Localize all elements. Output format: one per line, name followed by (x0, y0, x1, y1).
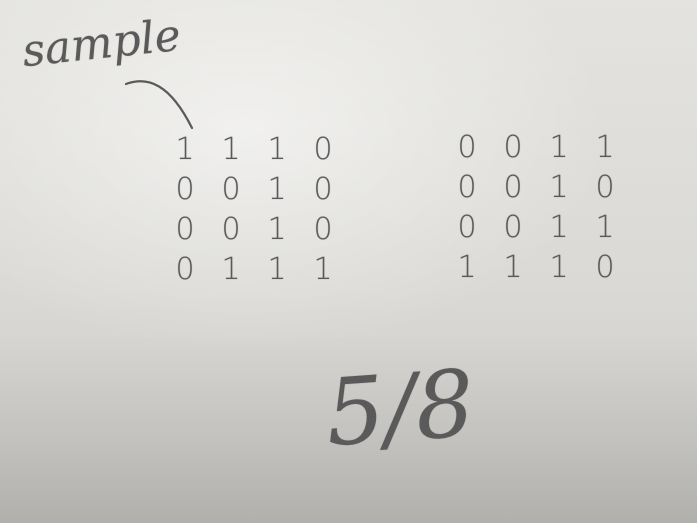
matrix-cell: 1 (313, 252, 333, 287)
matrix-row: 0 0 1 1 (444, 128, 628, 168)
matrix-cell: 0 (175, 212, 195, 247)
matrix-cell: 1 (221, 132, 241, 167)
matrix-cell: 0 (503, 170, 523, 205)
matrix-cell: 1 (503, 250, 523, 285)
matrix-cell: 0 (221, 212, 241, 247)
ratio-text: 5/8 (322, 349, 478, 468)
matrix-cell: 0 (457, 170, 477, 205)
matrix-cell: 1 (595, 210, 615, 245)
matrix-cell: 1 (175, 132, 195, 167)
matrix-row: 0 0 1 0 (444, 168, 628, 208)
matrix-cell: 1 (549, 170, 569, 205)
matrix-cell: 1 (549, 210, 569, 245)
matrix-cell: 0 (457, 210, 477, 245)
matrix-cell: 1 (595, 130, 615, 165)
matrix-cell: 0 (313, 132, 333, 167)
matrix-row: 0 1 1 1 (162, 250, 346, 290)
matrix-cell: 1 (457, 250, 477, 285)
matrix-cell: 0 (175, 252, 195, 287)
matrix-cell: 1 (267, 172, 287, 207)
matrix-cell: 1 (267, 212, 287, 247)
matrix-cell: 0 (503, 130, 523, 165)
matrix-row: 0 0 1 0 (162, 170, 346, 210)
matrix-cell: 0 (313, 212, 333, 247)
matrix-row: 1 1 1 0 (162, 130, 346, 170)
matrix-row: 0 0 1 0 (162, 210, 346, 250)
matrix-cell: 0 (313, 172, 333, 207)
matrix-cell: 0 (595, 250, 615, 285)
matrix-cell: 0 (503, 210, 523, 245)
matrix-cell: 1 (549, 250, 569, 285)
matrix-cell: 0 (595, 170, 615, 205)
matrix-cell: 1 (267, 252, 287, 287)
matrix-cell: 1 (267, 132, 287, 167)
right-matrix: 0 0 1 1 0 0 1 0 0 0 1 1 1 1 1 0 (444, 128, 628, 288)
paper-shadow (0, 333, 697, 523)
matrix-row: 1 1 1 0 (444, 248, 628, 288)
matrix-cell: 0 (457, 130, 477, 165)
matrix-cell: 0 (221, 172, 241, 207)
matrix-cell: 1 (221, 252, 241, 287)
matrix-cell: 1 (549, 130, 569, 165)
left-matrix: 1 1 1 0 0 0 1 0 0 0 1 0 0 1 1 1 (162, 130, 346, 290)
pointer-arrow-icon (124, 80, 194, 130)
matrix-cell: 0 (175, 172, 195, 207)
sample-label: sample (19, 9, 184, 78)
matrix-row: 0 0 1 1 (444, 208, 628, 248)
